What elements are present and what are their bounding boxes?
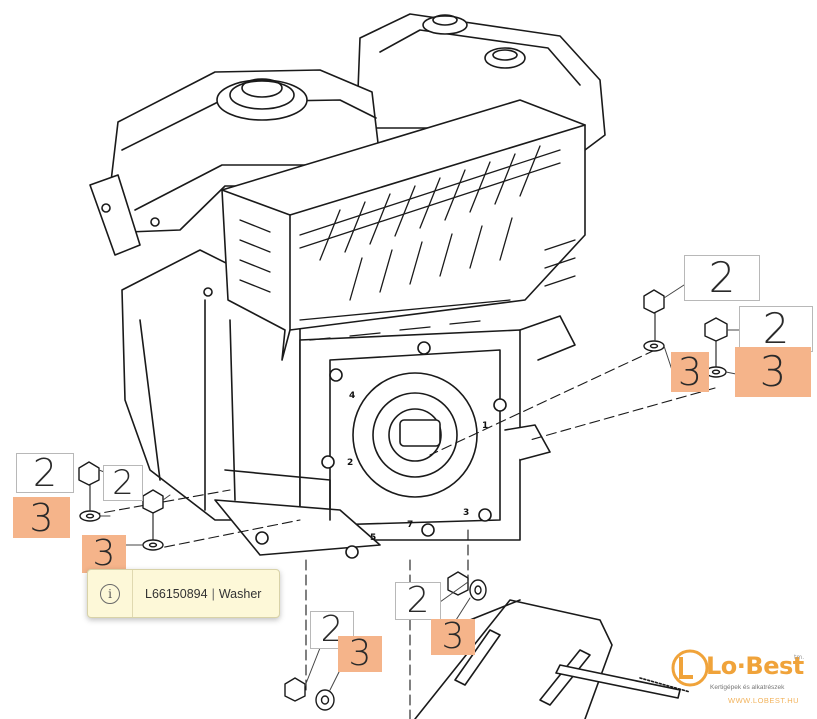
engine-number-label: 5 [370,533,376,543]
part-number: L66150894 [145,586,208,601]
callout-nut-2[interactable]: 2 [395,582,441,620]
lobest-logo[interactable]: Lo·Best tm. Kertigépek és alkatrészek WW… [670,648,810,710]
callout-nut-2[interactable]: 2 [739,306,813,352]
engine-number-label: 1 [482,421,488,431]
lobest-logo-mark [671,649,709,687]
engine-number-label: 2 [347,458,353,468]
callout-washer-3[interactable]: 3 [338,636,382,672]
engine-bolts [101,203,507,559]
nut-parts [78,289,728,702]
callout-washer-3[interactable]: 3 [82,535,126,573]
engine-number-label: 4 [349,391,355,401]
tooltip-icon-cell: i [88,570,133,617]
callout-washer-3[interactable]: 3 [735,347,811,397]
base-plate [414,599,691,719]
air-filter-housing [89,69,381,256]
callout-nut-2[interactable]: 2 [684,255,760,301]
engine-number-label: 7 [407,520,413,530]
callout-washer-3[interactable]: 3 [431,619,475,655]
part-name: Washer [218,586,262,601]
callout-washer-3[interactable]: 3 [671,352,709,392]
logo-tm: tm. [794,654,805,661]
callout-nut-2[interactable]: 2 [16,453,74,493]
callout-nut-2[interactable]: 2 [103,465,143,501]
tooltip-text: L66150894 | Washer [133,570,261,617]
callout-washer-3[interactable]: 3 [13,497,70,538]
tooltip-separator: | [211,586,215,601]
logo-website: WWW.LOBEST.HU [728,696,800,705]
info-icon: i [100,583,120,604]
engine-number-label: 3 [463,508,469,518]
assembly-lines [89,349,716,719]
callout-nut-2[interactable]: 2 [310,611,354,649]
engine-block [121,249,521,556]
part-tooltip: i L66150894 | Washer [87,569,280,618]
cooling-shroud [221,99,586,361]
logo-name: Lo·Best [706,652,804,680]
logo-tagline: Kertigépek és alkatrészek [710,684,785,691]
